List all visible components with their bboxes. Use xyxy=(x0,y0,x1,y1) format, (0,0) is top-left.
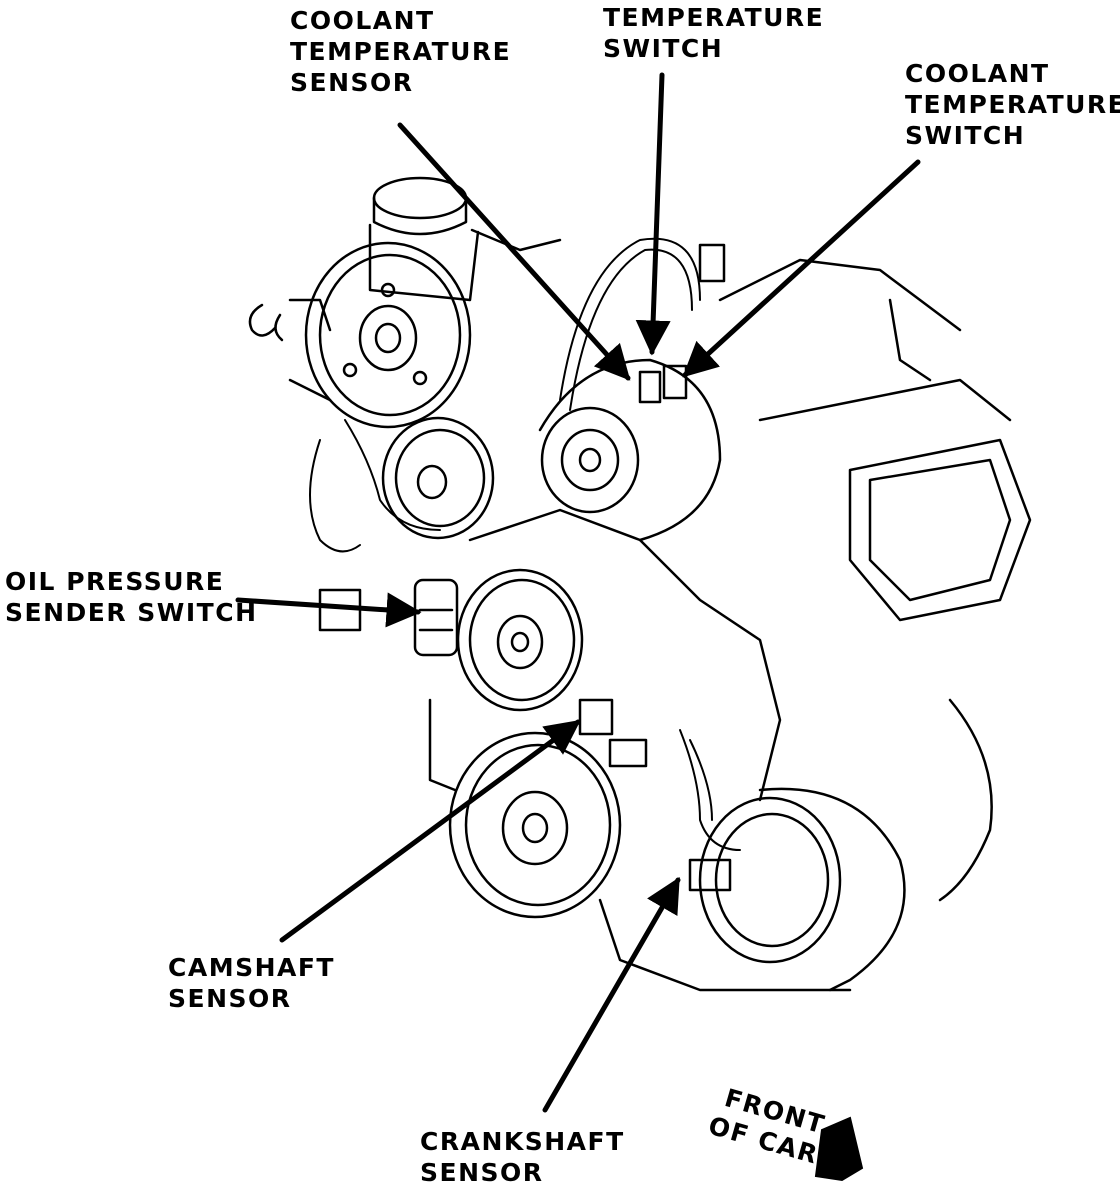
label-line: SENSOR xyxy=(290,68,414,97)
arrow-coolant-temperature-sensor xyxy=(397,122,631,381)
arrow-temperature-switch xyxy=(635,72,671,356)
label-coolant-temperature-sensor: COOLANT TEMPERATURE SENSOR xyxy=(290,5,511,98)
label-line: TEMPERATURE xyxy=(603,3,825,32)
crankshaft-pulley xyxy=(448,731,622,919)
alternator-pulley xyxy=(698,787,906,992)
label-line: TEMPERATURE xyxy=(290,37,512,66)
label-oil-pressure-sender-switch: OIL PRESSURE SENDER SWITCH xyxy=(5,566,258,628)
label-line: OIL PRESSURE xyxy=(5,567,225,596)
idler-pulley xyxy=(381,416,495,540)
label-line: SWITCH xyxy=(905,121,1026,150)
label-line: SENSOR xyxy=(168,984,292,1013)
label-line: SENSOR xyxy=(420,1158,544,1187)
label-line: SENDER SWITCH xyxy=(5,598,258,627)
arrow-crankshaft-sensor xyxy=(542,876,681,1113)
label-line: COOLANT xyxy=(290,6,435,35)
label-line: SWITCH xyxy=(603,34,724,63)
power-steering-pulley xyxy=(304,241,472,429)
label-line: COOLANT xyxy=(905,59,1050,88)
wiring-harness xyxy=(309,237,741,851)
decor-squiggle-2 xyxy=(274,313,284,342)
label-camshaft-sensor: CAMSHAFT SENSOR xyxy=(168,952,335,1014)
label-coolant-temperature-switch: COOLANT TEMPERATURE SWITCH xyxy=(905,58,1120,151)
label-line: TEMPERATURE xyxy=(905,90,1120,119)
decor-squiggle xyxy=(248,303,277,337)
engine-block xyxy=(288,258,1032,992)
front-arrow-icon xyxy=(814,1116,864,1182)
label-temperature-switch: TEMPERATURE SWITCH xyxy=(603,2,824,64)
upper-pulley xyxy=(538,358,722,542)
label-line: CAMSHAFT xyxy=(168,953,335,982)
label-crankshaft-sensor: CRANKSHAFT SENSOR xyxy=(420,1126,625,1188)
arrow-oil-pressure-sender-switch xyxy=(235,592,422,628)
sensor-parts xyxy=(318,243,732,892)
arrow-camshaft-sensor xyxy=(279,719,581,943)
arrow-coolant-temperature-switch xyxy=(682,159,921,378)
label-line: CRANKSHAFT xyxy=(420,1127,625,1156)
water-pump-pulley xyxy=(456,568,584,712)
